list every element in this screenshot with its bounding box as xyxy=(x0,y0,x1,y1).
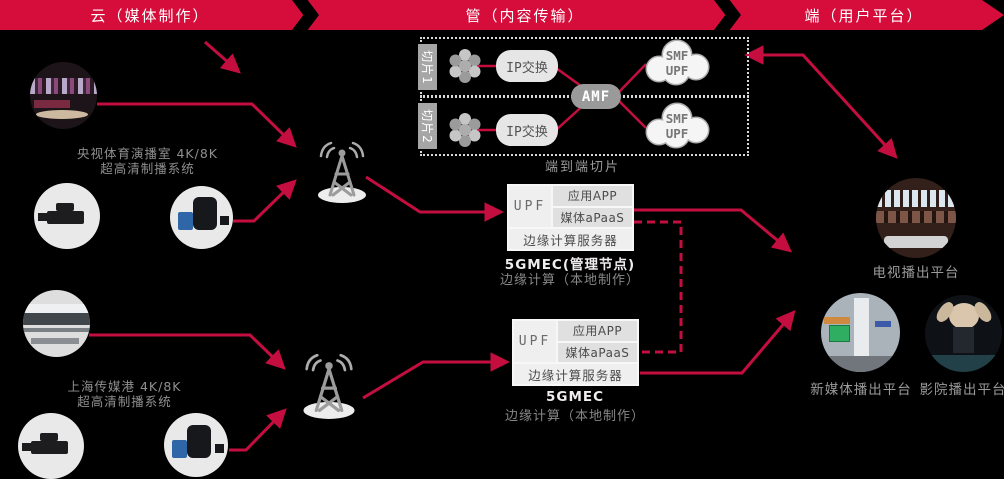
stage-floor xyxy=(925,355,1002,372)
cctv-studio-photo xyxy=(30,62,97,129)
gear-cluster-icon xyxy=(449,49,481,83)
amf-label: AMF xyxy=(581,88,611,105)
camera-lens xyxy=(37,213,48,222)
upf-label: UPF xyxy=(665,126,689,141)
mec2-title: 5GMEC xyxy=(545,389,605,405)
studio-screens xyxy=(30,78,97,94)
source1-caption-line1: 央视体育演播室 4K/8K xyxy=(77,146,218,161)
new-media-platform-photo xyxy=(821,293,900,372)
mec1-top-row: UPF 应用APP 媒体aPaaS xyxy=(509,186,632,227)
smf-upf-cloud: SMF UPF xyxy=(638,102,716,150)
cinema-platform-label: 影院播出平台 xyxy=(919,382,1004,398)
banner-terminal-label: 端（用户平台） xyxy=(804,6,924,25)
mec2-app-cell: 应用APP xyxy=(558,321,637,341)
banner-bar xyxy=(0,0,1004,30)
smf-upf-cloud: SMF UPF xyxy=(638,39,716,87)
ip-switch-node: IP交换 xyxy=(496,114,558,146)
mec2-server-cell: 边缘计算服务器 xyxy=(514,364,637,384)
green-screen xyxy=(829,325,850,342)
camera-viewfinder xyxy=(56,203,74,211)
camera-blue-mount xyxy=(171,439,188,458)
antenna-icon xyxy=(303,353,355,419)
camera-viewfinder xyxy=(40,433,58,441)
floor xyxy=(821,356,900,372)
cloud-labels: SMF UPF xyxy=(638,102,716,150)
camera-lens xyxy=(21,443,32,452)
source2-caption: 上海传媒港 4K/8K 超高清制播系统 xyxy=(17,379,232,409)
mec2-apaas-cell: 媒体aPaaS xyxy=(558,342,637,362)
upf-label: UPF xyxy=(665,63,689,78)
camera-body xyxy=(31,440,69,454)
cloud-icon xyxy=(645,102,710,149)
pillar xyxy=(854,298,869,356)
mec1-apaas-cell: 媒体aPaaS xyxy=(553,207,632,227)
slice-box-caption: 端到端切片 xyxy=(544,160,620,175)
mec2-top-row: UPF 应用APP 媒体aPaaS xyxy=(514,321,637,362)
mec1-box: UPF 应用APP 媒体aPaaS 边缘计算服务器 xyxy=(507,184,634,251)
blue-sign xyxy=(875,321,891,327)
slice1-tab: 切片1 xyxy=(418,44,437,90)
mec1-app-cell: 应用APP xyxy=(553,186,632,206)
desk-row xyxy=(31,338,79,344)
slice2-label: 切片2 xyxy=(420,108,435,144)
tv-platform-label: 电视播出平台 xyxy=(872,265,960,281)
smf-label: SMF xyxy=(665,48,689,63)
mec2-box: UPF 应用APP 媒体aPaaS 边缘计算服务器 xyxy=(512,319,639,386)
camera-lens xyxy=(215,443,225,453)
camera-body xyxy=(192,197,217,231)
mec1-subtitle: 边缘计算（本地制作） xyxy=(499,273,640,288)
banner-cloud-label: 云（媒体制作） xyxy=(90,6,210,25)
source2-caption-line2: 超高清制播系统 xyxy=(77,394,172,409)
source1-caption: 央视体育演播室 4K/8K 超高清制播系统 xyxy=(40,146,255,176)
console-row xyxy=(876,211,956,223)
camera-body xyxy=(47,210,85,224)
camera-blue-mount xyxy=(177,212,193,231)
mec1-server-cell: 边缘计算服务器 xyxy=(509,229,632,249)
amf-node: AMF xyxy=(571,84,621,109)
broadcast-camera-photo xyxy=(34,183,100,249)
cinema-platform-photo xyxy=(925,295,1002,372)
antenna-icon xyxy=(318,141,366,203)
gear-cluster-icon xyxy=(449,113,481,147)
console-line xyxy=(23,328,90,332)
mec2-subtitle: 边缘计算（本地制作） xyxy=(504,409,645,424)
smf-label: SMF xyxy=(665,111,689,126)
source1-caption-line2: 超高清制播系统 xyxy=(100,161,195,176)
banner-pipe-label: 管（内容传输） xyxy=(465,6,585,25)
desk-row xyxy=(884,236,948,248)
slice2-tab: 切片2 xyxy=(418,103,437,149)
mec1-title: 5GMEC(管理节点) xyxy=(504,257,636,273)
cloud-icon xyxy=(645,39,710,86)
portable-camera-photo xyxy=(164,413,228,477)
source2-caption-line1: 上海传媒港 4K/8K xyxy=(67,379,182,394)
mec2-upf-cell: UPF xyxy=(514,321,556,362)
studio-desk xyxy=(36,110,88,119)
mec2-right-col: 应用APP 媒体aPaaS xyxy=(558,321,637,362)
broadcast-camera-photo xyxy=(18,413,84,479)
shanghai-mediaport-photo xyxy=(23,290,90,357)
orange-band xyxy=(824,317,850,324)
portable-camera-photo xyxy=(170,186,233,249)
room-ceiling xyxy=(23,304,90,313)
mec1-right-col: 应用APP 媒体aPaaS xyxy=(553,186,632,227)
monitor-wall xyxy=(876,190,956,207)
slice1-label: 切片1 xyxy=(420,49,435,85)
studio-console xyxy=(34,100,70,108)
control-window xyxy=(23,313,90,325)
cloud-labels: SMF UPF xyxy=(638,39,716,87)
mec1-upf-cell: UPF xyxy=(509,186,551,227)
camera-body xyxy=(187,424,212,458)
ip-switch-label: IP交换 xyxy=(506,124,548,140)
camera-lens xyxy=(220,216,230,226)
tv-platform-photo xyxy=(876,178,956,258)
new-media-platform-label: 新媒体播出平台 xyxy=(810,382,912,398)
ip-switch-label: IP交换 xyxy=(506,60,548,76)
ip-switch-node: IP交换 xyxy=(496,50,558,82)
performer-body xyxy=(953,327,974,353)
